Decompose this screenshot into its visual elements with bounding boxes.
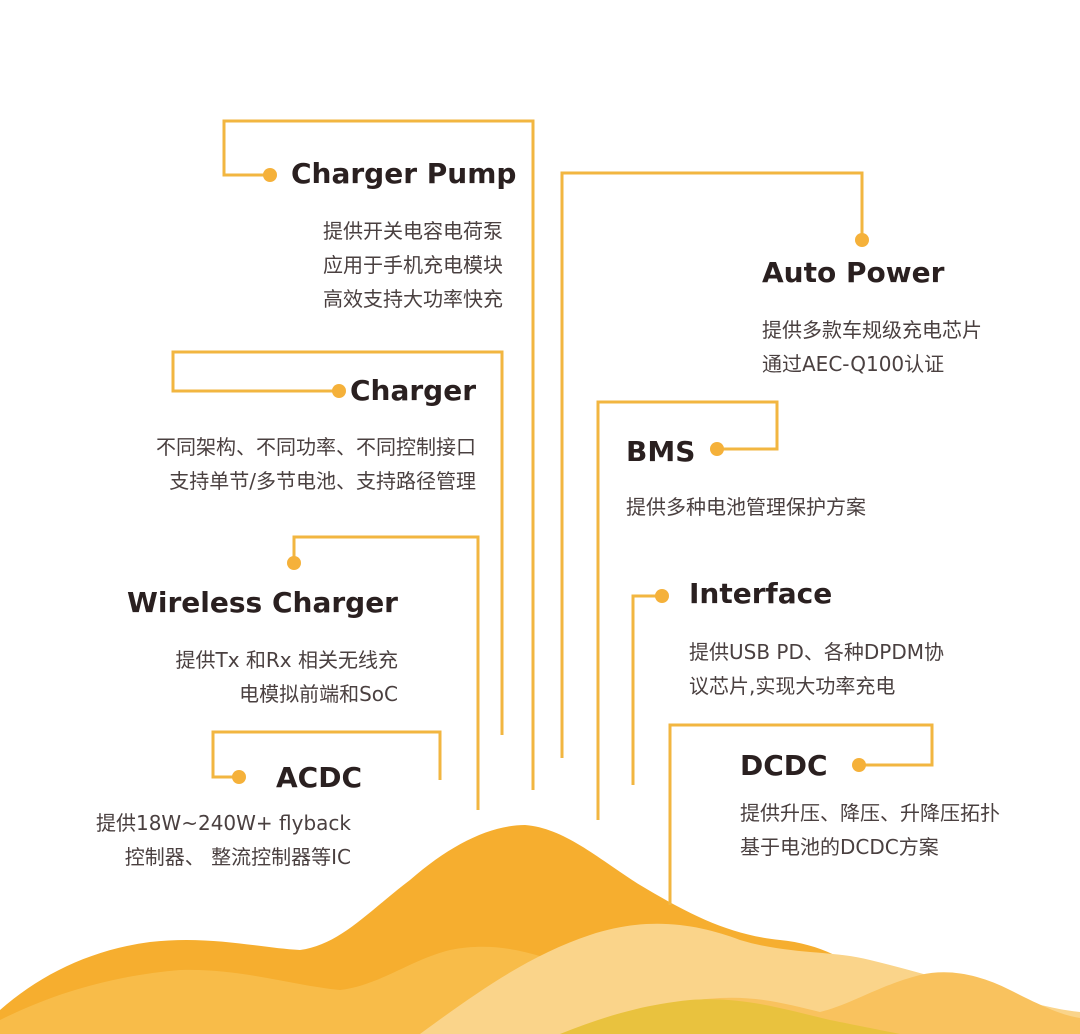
auto-power-title: Auto Power — [762, 256, 945, 289]
desc-line: 提供多种电池管理保护方案 — [626, 495, 866, 519]
dot-auto-power — [855, 233, 869, 247]
auto-power-desc: 提供多款车规级充电芯片 通过AEC-Q100认证 — [762, 313, 982, 381]
dot-charger — [332, 384, 346, 398]
wireless-charger-desc: 提供Tx 和Rx 相关无线充 电模拟前端和SoC — [176, 643, 399, 711]
connector-dots — [232, 168, 869, 784]
acdc-desc: 提供18W~240W+ flyback 控制器、 整流控制器等IC — [96, 806, 351, 874]
desc-line: 提供升压、降压、升降压拓扑 — [740, 801, 1000, 825]
dot-charger-pump — [263, 168, 277, 182]
desc-line: 通过AEC-Q100认证 — [762, 352, 945, 376]
dot-interface — [655, 589, 669, 603]
desc-line: 应用于手机充电模块 — [323, 253, 503, 277]
desc-line: 电模拟前端和SoC — [239, 682, 398, 706]
wireless-charger-title: Wireless Charger — [127, 586, 398, 619]
desc-line: 提供多款车规级充电芯片 — [762, 318, 982, 342]
desc-line: 提供开关电容电荷泵 — [323, 219, 503, 243]
bms-title: BMS — [626, 435, 696, 468]
desc-line: 基于电池的DCDC方案 — [740, 835, 939, 859]
acdc-title: ACDC — [276, 761, 363, 794]
desc-line: 不同架构、不同功率、不同控制接口 — [156, 435, 476, 459]
interface-title: Interface — [689, 577, 833, 610]
charger-desc: 不同架构、不同功率、不同控制接口 支持单节/多节电池、支持路径管理 — [156, 430, 476, 498]
connector-lines — [171, 119, 934, 905]
dot-wireless — [287, 556, 301, 570]
interface-desc: 提供USB PD、各种DPDM协 议芯片,实现大功率充电 — [689, 635, 944, 703]
charger-pump-desc: 提供开关电容电荷泵 应用于手机充电模块 高效支持大功率快充 — [323, 214, 503, 316]
charger-pump-title: Charger Pump — [291, 157, 517, 190]
desc-line: 高效支持大功率快充 — [323, 287, 503, 311]
dcdc-title: DCDC — [740, 749, 828, 782]
dcdc-desc: 提供升压、降压、升降压拓扑 基于电池的DCDC方案 — [740, 796, 1000, 864]
desc-line: 支持单节/多节电池、支持路径管理 — [169, 469, 476, 493]
dot-acdc — [232, 770, 246, 784]
desc-line: 提供USB PD、各种DPDM协 — [689, 640, 944, 664]
desc-line: 提供18W~240W+ flyback — [95, 811, 351, 835]
charger-title: Charger — [349, 374, 476, 407]
desc-line: 控制器、 整流控制器等IC — [124, 845, 351, 869]
bms-desc: 提供多种电池管理保护方案 — [626, 490, 866, 524]
desc-line: 提供Tx 和Rx 相关无线充 — [175, 648, 399, 672]
desc-line: 议芯片,实现大功率充电 — [689, 674, 896, 698]
dot-bms — [710, 442, 724, 456]
dot-dcdc — [852, 758, 866, 772]
mountain-illustration — [0, 825, 1080, 1034]
